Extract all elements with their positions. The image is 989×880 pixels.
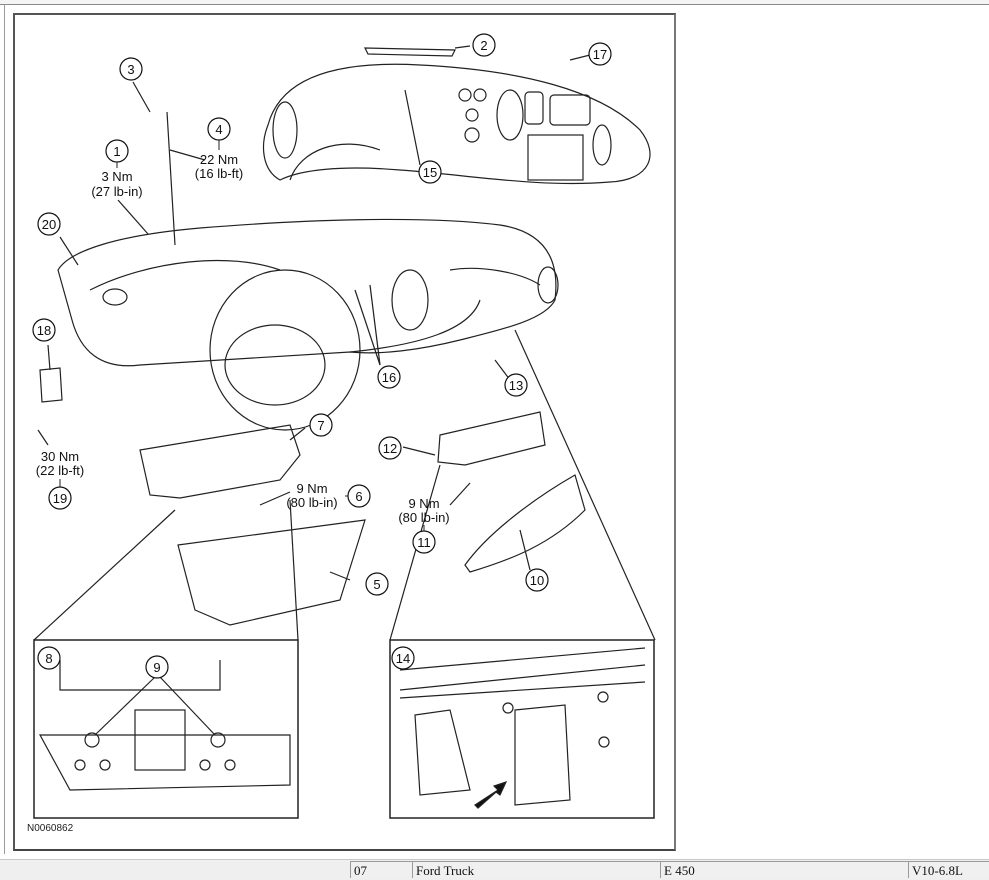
callout-circle-8 (37, 646, 61, 670)
bracket-18 (39, 367, 63, 403)
callout-label-10: 10 (530, 573, 544, 588)
callout-label-5: 5 (373, 577, 380, 592)
right-panel-vent (537, 266, 559, 304)
callout-circle-12 (378, 436, 402, 460)
trim-panel-5 (177, 519, 366, 626)
radio-opening (527, 134, 584, 181)
status-engine: V10-6.8L (908, 861, 989, 878)
defroster-grille (364, 47, 456, 57)
callout-circle-15 (418, 160, 442, 184)
callout-label-12: 12 (383, 441, 397, 456)
callout-label-2: 2 (480, 38, 487, 53)
callout-label-7: 7 (317, 418, 324, 433)
instrument-panel (57, 218, 557, 367)
torque-6-nm: 9 Nm (296, 481, 327, 496)
torque-1-nm: 3 Nm (101, 169, 132, 184)
callout-label-18: 18 (37, 323, 51, 338)
callout-label-4: 4 (215, 122, 222, 137)
callout-label-3: 3 (127, 62, 134, 77)
callout-label-20: 20 (42, 217, 56, 232)
left-vent (272, 101, 298, 159)
callout-label-11: 11 (417, 535, 431, 550)
callout-label-1: 1 (113, 144, 120, 159)
left-panel-vent (102, 288, 128, 306)
callout-label-14: 14 (396, 651, 410, 666)
detail-box-8 (33, 639, 299, 819)
glove-box-door-10 (464, 474, 586, 573)
knee-bolster-7 (139, 424, 301, 499)
callout-label-8: 8 (45, 651, 52, 666)
detail-box-14 (389, 639, 655, 819)
callout-label-16: 16 (382, 370, 396, 385)
figure-id: N0060862 (27, 823, 74, 834)
window-left-edge (4, 4, 5, 854)
callout-circle-10 (525, 568, 549, 592)
callout-circle-5 (365, 572, 389, 596)
callout-circle-7 (309, 413, 333, 437)
callout-circle-17 (588, 42, 612, 66)
callout-circle-18 (32, 318, 56, 342)
line-art (33, 45, 656, 819)
callout-circle-20 (37, 212, 61, 236)
torque-4-imperial: (16 lb-ft) (195, 166, 243, 181)
callout-circle-9 (145, 655, 169, 679)
callout-circle-16 (377, 365, 401, 389)
display-opening (549, 94, 591, 126)
status-year: 07 (350, 861, 412, 878)
switch-opening (524, 91, 544, 125)
torque-19-imperial: (22 lb-ft) (36, 463, 84, 478)
torque-19-nm: 30 Nm (41, 449, 79, 464)
callout-circle-2 (472, 33, 496, 57)
glove-box-12 (437, 411, 546, 466)
callout-label-19: 19 (53, 491, 67, 506)
center-vent (496, 89, 524, 141)
torque-1-imperial: (27 lb-in) (91, 184, 142, 199)
steering-wheel (209, 269, 361, 431)
callout-label-15: 15 (423, 165, 437, 180)
callout-circle-13 (504, 373, 528, 397)
arrow-indicator (474, 780, 508, 809)
torque-11-nm: 9 Nm (408, 496, 439, 511)
status-make: Ford Truck (412, 861, 660, 878)
callout-label-13: 13 (509, 378, 523, 393)
torque-11-imperial: (80 lb-in) (398, 510, 449, 525)
callout-label-17: 17 (593, 47, 607, 62)
callout-label-6: 6 (355, 489, 362, 504)
callout-label-9: 9 (153, 660, 160, 675)
instrument-cluster-finish-panel (262, 63, 651, 185)
torque-4-nm: 22 Nm (200, 152, 238, 167)
torque-6-imperial: (80 lb-in) (286, 495, 337, 510)
status-model: E 450 (660, 861, 908, 878)
top-toolbar-edge (0, 0, 989, 5)
callout-circle-14 (391, 646, 415, 670)
right-vent (592, 124, 612, 166)
callout-circle-3 (119, 57, 143, 81)
